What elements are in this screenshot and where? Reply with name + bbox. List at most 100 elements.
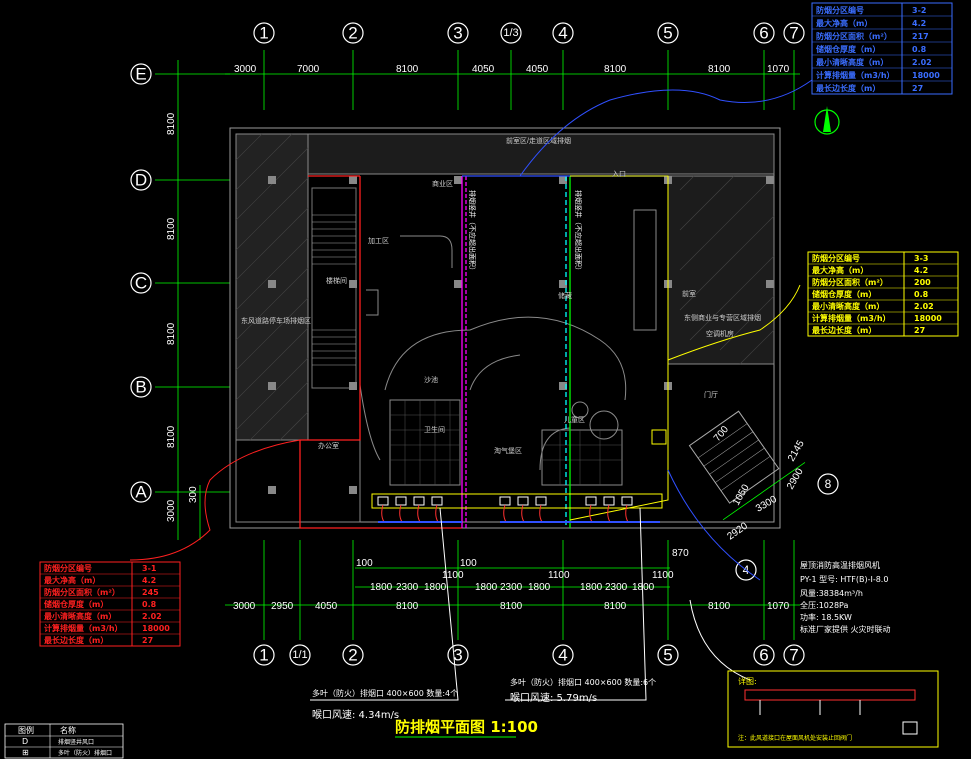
dim-bottom-main-7: 8100 <box>708 601 731 612</box>
table-value: 4.2 <box>914 266 928 275</box>
fan-note-line-5: 功率: 18.5KW <box>800 612 852 622</box>
room-commercial: 商业区 <box>432 179 453 188</box>
left-axis-bubbles: E D C B A <box>130 63 152 503</box>
dim-bottom-small-1: 100 <box>356 558 373 569</box>
table-value: 2.02 <box>912 58 932 67</box>
table-key: 最长边长度（m） <box>816 83 880 93</box>
table-value: 27 <box>912 84 923 93</box>
stair-steps <box>312 214 356 366</box>
dim-stair-3: 3300 <box>754 494 779 515</box>
table-key: 最长边长度（m） <box>812 325 876 335</box>
grid-lines-vertical <box>263 50 795 640</box>
table-value: 0.8 <box>914 290 929 299</box>
grid-lines-horizontal <box>155 60 230 540</box>
dim-top-7: 8100 <box>708 64 731 75</box>
table-value: 0.8 <box>912 45 927 54</box>
dim-bottom-small-5: 100 <box>460 558 477 569</box>
vent-notes: 多叶（防火）排烟口 400×600 数量:4个 喉口风速: 4.34m/s 多叶… <box>312 677 656 721</box>
table-key: 计算排烟量（m3/h） <box>812 313 891 323</box>
vent-note-2-spec: 多叶（防火）排烟口 400×600 数量:6个 <box>510 677 656 687</box>
axis-left-E: E <box>135 65 146 84</box>
dim-bottom-sub-1: 1800 <box>370 582 393 593</box>
table-key: 最小清晰高度（m） <box>44 611 116 621</box>
axis-top-6: 6 <box>759 24 768 43</box>
table-key: 最小清晰高度（m） <box>812 301 884 311</box>
table-key: 最大净高（m） <box>44 575 100 585</box>
dim-bottom-main-3: 4050 <box>315 601 338 612</box>
dim-left-3: 8100 <box>166 322 177 345</box>
table-value: 200 <box>914 278 931 287</box>
dim-bottom-sub-8: 2300 <box>605 582 628 593</box>
table-value: 27 <box>914 326 925 335</box>
legend-row-1-symbol: D <box>22 737 28 746</box>
axis-left-B: B <box>135 378 146 397</box>
axis-left-D: D <box>135 171 147 190</box>
table-frame <box>39 561 181 647</box>
table-value: 2.02 <box>142 612 162 621</box>
table-value: 2.02 <box>914 302 934 311</box>
axis-top-1: 1 <box>259 24 268 43</box>
legend-row-1-name: 排烟竖井风口 <box>58 738 94 746</box>
axis-top-3: 3 <box>453 24 462 43</box>
dim-bottom-main-5: 8100 <box>500 601 523 612</box>
dim-bottom-main-4: 8100 <box>396 601 419 612</box>
table-key: 储烟仓厚度（m） <box>815 44 880 54</box>
axis-top-5: 5 <box>663 24 672 43</box>
axis-bottom-7: 7 <box>789 646 798 665</box>
dim-bottom-small-2: 1100 <box>442 570 464 581</box>
detail-box: 详图: 注：此风道接口在屋面风机处安装止回阀门 <box>727 670 939 748</box>
dim-bottom-sub-4: 1800 <box>475 582 498 593</box>
table-key: 防烟分区编号 <box>44 563 92 573</box>
axis-bottom-5: 5 <box>663 646 672 665</box>
dim-top-8: 1070 <box>767 64 790 75</box>
legend-row-2-name: 多叶（防火）排烟口 <box>58 749 112 757</box>
dim-bottom-main-8: 1070 <box>767 601 790 612</box>
detail-box-note: 注：此风道接口在屋面风机处安装止回阀门 <box>738 734 852 742</box>
table-value: 18000 <box>142 624 170 633</box>
drawing-title: 防排烟平面图 1:100 <box>395 718 538 736</box>
dim-bottom-small-3: 1100 <box>548 570 570 581</box>
axis-top-4: 4 <box>558 24 567 43</box>
table-key: 防烟分区面积（m²） <box>44 587 120 597</box>
axis-bottom-3: 3 <box>453 646 462 665</box>
table-value: 27 <box>142 636 153 645</box>
table-key: 防烟分区面积（m²） <box>812 277 888 287</box>
fan-note-line-4: 全压:1028Pa <box>800 600 849 610</box>
table-key: 防烟分区面积（m²） <box>816 31 892 41</box>
table-value: 245 <box>142 588 159 597</box>
dim-top-1: 3000 <box>234 64 257 75</box>
dim-bottom-sub-2: 2300 <box>396 582 419 593</box>
detail-box-title: 详图: <box>738 676 757 686</box>
interior-features <box>359 209 657 486</box>
axis-top-7: 7 <box>789 24 798 43</box>
legend-table: 图例 名称 D 排烟竖井风口 ⊞ 多叶（防火）排烟口 <box>4 723 124 759</box>
room-east-zone: 东侧商业与专营区域排烟 <box>684 313 761 322</box>
dim-bottom-sub-3: 1800 <box>424 582 447 593</box>
dim-top-5: 4050 <box>526 64 549 75</box>
dim-top-6: 8100 <box>604 64 627 75</box>
north-arrow <box>814 106 840 135</box>
room-west-block: 东风道路停车场排烟区 <box>241 316 311 325</box>
axis-left-A: A <box>135 483 147 502</box>
dim-top-4: 4050 <box>472 64 495 75</box>
room-storage: 储藏 <box>558 291 572 300</box>
vent-note-1-speed: 喉口风速: 4.34m/s <box>312 709 399 721</box>
legend-header-name: 名称 <box>60 725 76 735</box>
dim-left-2: 8100 <box>166 217 177 240</box>
axis-left-C: C <box>135 274 147 293</box>
table-key: 最长边长度（m） <box>44 635 108 645</box>
table-value: 18000 <box>912 71 940 80</box>
table-frame <box>811 2 953 95</box>
dim-bottom-main-2: 2950 <box>271 601 294 612</box>
room-top-corridor: 前室区/走道区域排烟 <box>506 136 571 145</box>
dim-stair-4: 1050 <box>731 482 752 507</box>
table-value: 3-3 <box>914 254 928 263</box>
dim-bottom-sub-9: 1800 <box>632 582 655 593</box>
dim-bottom-main-6: 8100 <box>604 601 627 612</box>
dim-left-4: 8100 <box>166 425 177 448</box>
table-key: 最大净高（m） <box>816 18 872 28</box>
table-frame <box>807 251 959 337</box>
